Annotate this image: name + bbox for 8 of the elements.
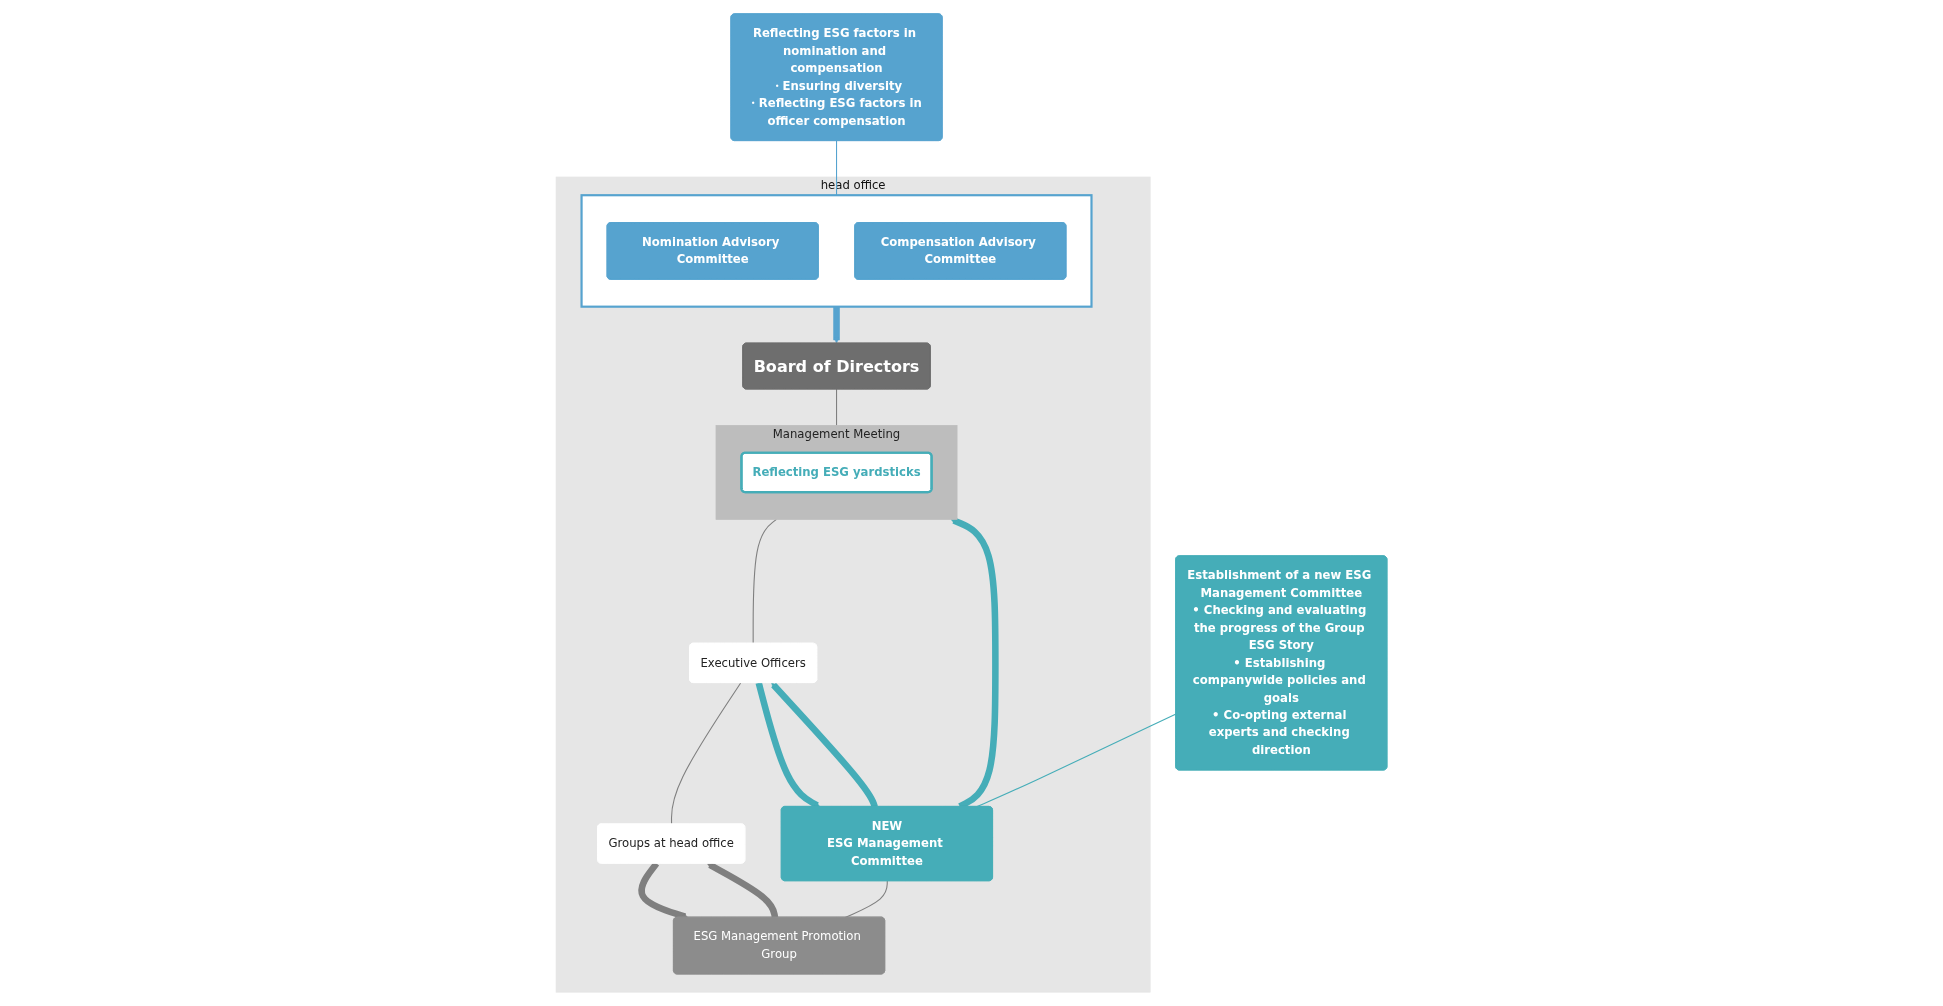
arrow	[771, 682, 878, 808]
connector	[836, 388, 838, 426]
connector	[836, 140, 838, 196]
arrow	[833, 306, 840, 344]
arrow	[707, 862, 779, 919]
connector	[670, 682, 742, 825]
connector	[752, 518, 777, 644]
cluster	[580, 194, 1093, 308]
